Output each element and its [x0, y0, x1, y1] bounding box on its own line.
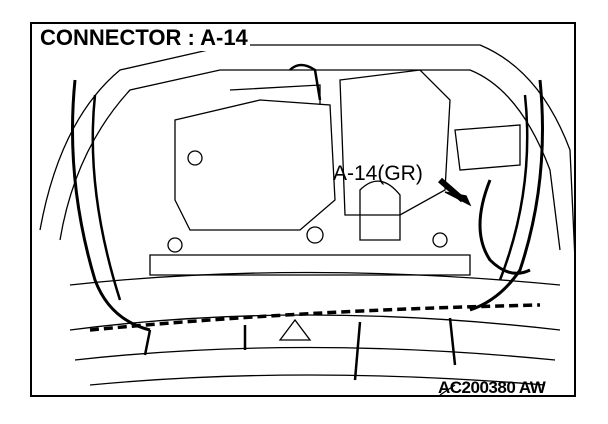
- connector-title: CONNECTOR : A-14: [38, 25, 250, 51]
- diagram-frame: [30, 22, 576, 397]
- connector-callout-label: A-14(GR): [333, 162, 423, 185]
- figure-code: AC200380 AW: [438, 378, 546, 397]
